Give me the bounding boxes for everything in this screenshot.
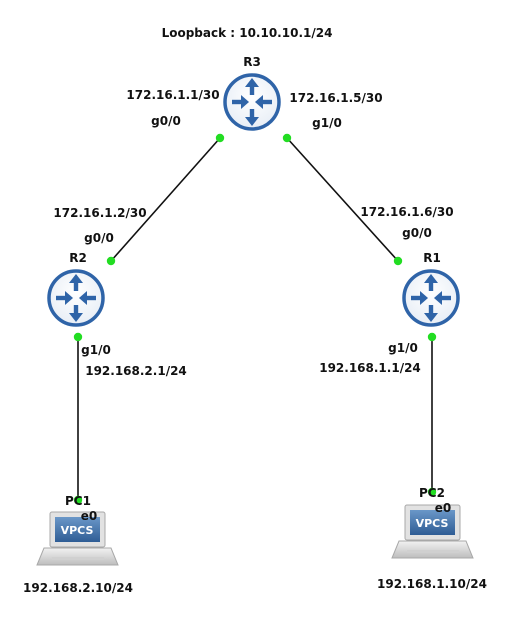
r2-up-if: g0/0 xyxy=(84,231,114,245)
pc1-ip: 192.168.2.10/24 xyxy=(23,581,133,595)
port-dot[interactable] xyxy=(427,487,437,497)
port-dot[interactable] xyxy=(73,332,83,342)
router-r1[interactable] xyxy=(404,271,458,325)
r2-down-ip: 192.168.2.1/24 xyxy=(85,364,187,378)
router-name-r2: R2 xyxy=(69,251,87,265)
pc-screen-label: VPCS xyxy=(61,524,94,537)
router-name-r3: R3 xyxy=(243,55,261,69)
router-icon xyxy=(225,75,279,129)
router-icon xyxy=(49,271,103,325)
pc1-port: e0 xyxy=(81,509,98,523)
pc-pc1[interactable]: VPCS xyxy=(36,511,119,566)
r2-up-ip: 172.16.1.2/30 xyxy=(53,206,146,220)
pc-icon xyxy=(36,511,119,566)
r1-down-ip: 192.168.1.1/24 xyxy=(319,361,421,375)
labels: Loopback : 10.10.10.1/24 R3 R2 R1 172.16… xyxy=(23,26,487,595)
r3-right-if: g1/0 xyxy=(312,116,342,130)
port-dot[interactable] xyxy=(106,256,116,266)
r1-up-ip: 172.16.1.6/30 xyxy=(360,205,453,219)
r3-left-if: g0/0 xyxy=(151,114,181,128)
r1-down-if: g1/0 xyxy=(388,341,418,355)
pc-pc2[interactable]: VPCS xyxy=(391,504,474,559)
pc1-name: PC1 xyxy=(65,494,91,508)
router-r3[interactable] xyxy=(225,75,279,129)
port-dot[interactable] xyxy=(215,133,225,143)
pc2-ip: 192.168.1.10/24 xyxy=(377,577,487,591)
r3-right-ip: 172.16.1.5/30 xyxy=(289,91,382,105)
r3-left-ip: 172.16.1.1/30 xyxy=(126,88,219,102)
port-dot[interactable] xyxy=(73,495,83,505)
r1-up-if: g0/0 xyxy=(402,226,432,240)
port-dot[interactable] xyxy=(282,133,292,143)
pc-screen-label: VPCS xyxy=(416,517,449,530)
pc2-port: e0 xyxy=(435,501,452,515)
ports xyxy=(73,133,437,505)
r2-down-if: g1/0 xyxy=(81,343,111,357)
router-name-r1: R1 xyxy=(423,251,441,265)
pc2-name: PC2 xyxy=(419,486,445,500)
router-icon xyxy=(404,271,458,325)
links xyxy=(77,137,433,500)
router-r2[interactable] xyxy=(49,271,103,325)
loopback-label: Loopback : 10.10.10.1/24 xyxy=(162,26,333,40)
port-dot[interactable] xyxy=(393,256,403,266)
port-dot[interactable] xyxy=(427,332,437,342)
link-r3-r1[interactable] xyxy=(286,137,399,262)
link-r3-r2[interactable] xyxy=(110,137,221,262)
pc-icon xyxy=(391,504,474,559)
